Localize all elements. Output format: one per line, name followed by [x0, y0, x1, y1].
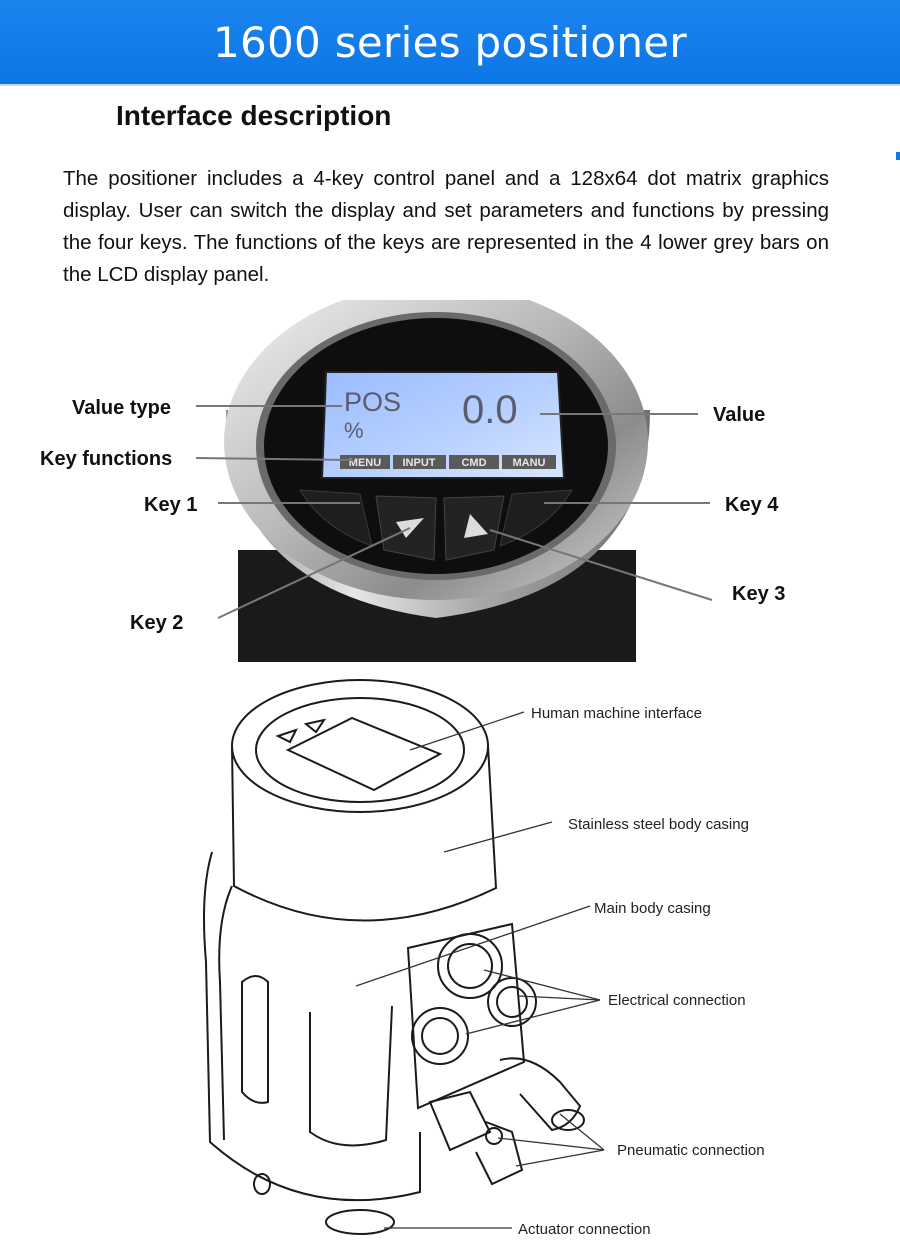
- callout-actuator: Actuator connection: [518, 1221, 651, 1238]
- side-window-outline: [241, 975, 269, 1104]
- electrical-connector-3: [411, 1007, 469, 1065]
- arrow-up-icon: [464, 514, 488, 538]
- electrical-connector-1: [437, 933, 503, 999]
- section-heading: Interface description: [116, 100, 392, 131]
- edge-mark: [896, 152, 900, 160]
- hmi-photo: POS % 0.0 MENU INPUT CMD MANU Value type…: [40, 300, 785, 662]
- lcd-key-cmd: CMD: [461, 457, 486, 469]
- lcd-screen: [320, 371, 566, 479]
- callout-pneumatic: Pneumatic connection: [617, 1142, 765, 1159]
- lcd-key-manu: MANU: [513, 457, 546, 469]
- hmi-screen-outline: [285, 716, 443, 792]
- lcd-value: 0.0: [462, 388, 518, 432]
- lcd-key-input: INPUT: [403, 457, 436, 469]
- interface-description: The positioner includes a 4-key control …: [63, 167, 829, 286]
- electrical-connector-2: [487, 977, 537, 1027]
- lcd-key-menu: MENU: [349, 457, 381, 469]
- top-cap-outline: [231, 679, 489, 813]
- main-body-outline: [203, 851, 421, 1202]
- callout-stainless-casing: Stainless steel body casing: [568, 816, 749, 833]
- label-key-2: Key 2: [130, 612, 183, 634]
- component-drawing: Human machine interface Stainless steel …: [203, 679, 765, 1238]
- lcd-unit: %: [344, 418, 364, 443]
- cylinder-outline: [231, 745, 498, 922]
- actuator-port-outline: [325, 1209, 395, 1235]
- banner-title: 1600 series positioner: [212, 18, 688, 67]
- label-key-4: Key 4: [725, 494, 779, 516]
- label-key-1: Key 1: [144, 494, 197, 516]
- callout-electrical: Electrical connection: [608, 992, 746, 1009]
- callout-main-body: Main body casing: [594, 900, 711, 917]
- callout-hmi: Human machine interface: [531, 705, 702, 722]
- pneumatic-fitting-2: [428, 1090, 492, 1152]
- label-value-type: Value type: [72, 397, 171, 419]
- pneumatic-fitting-1: [499, 1057, 582, 1132]
- lcd-value-type: POS: [344, 387, 401, 417]
- hmi-key-1-icon: [275, 728, 298, 744]
- title-banner: 1600 series positioner: [0, 0, 900, 86]
- label-key-3: Key 3: [732, 583, 785, 605]
- label-key-functions: Key functions: [40, 448, 172, 470]
- label-value: Value: [713, 404, 765, 426]
- hmi-key-2-icon: [303, 718, 327, 734]
- connection-block-outline: [406, 922, 526, 1110]
